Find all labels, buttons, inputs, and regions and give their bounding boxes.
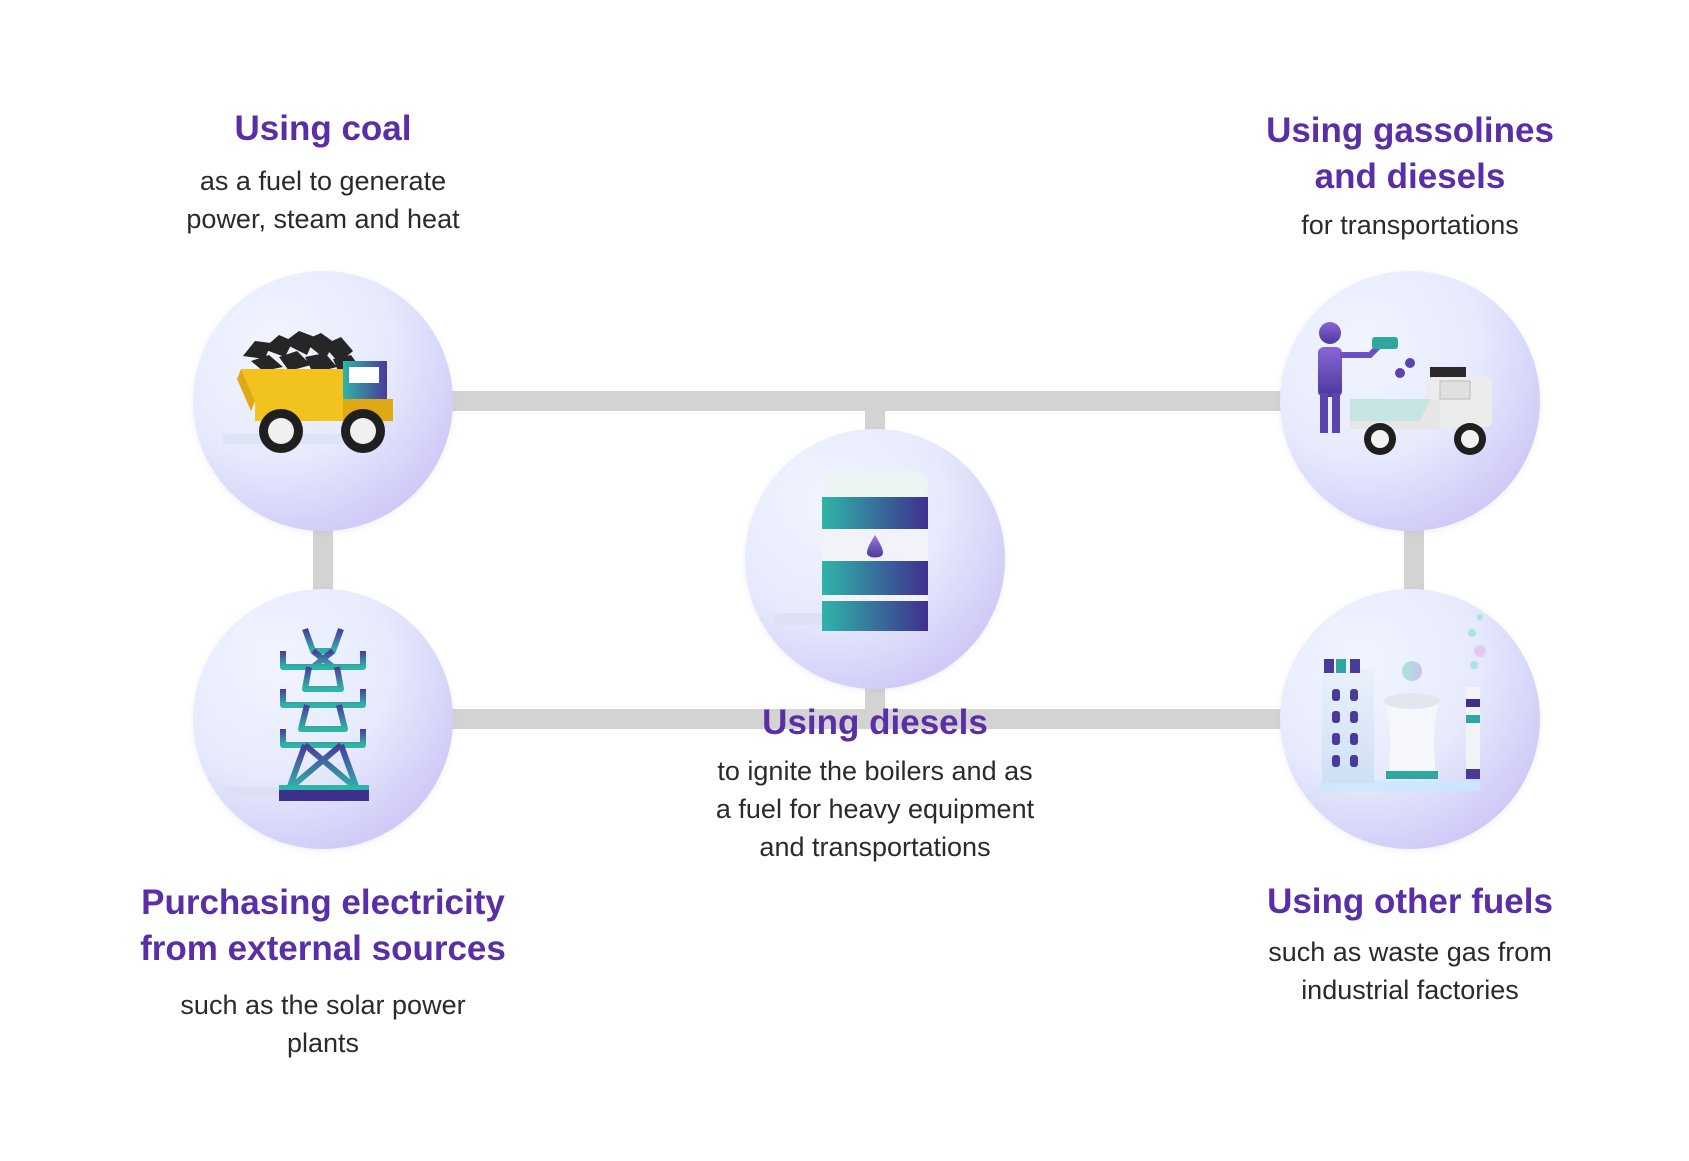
electricity-label: Purchasing electricity from external sou… [73, 880, 573, 1062]
coal-label: Using coal as a fuel to generate power, … [123, 106, 523, 238]
diesel-desc-line-1: to ignite the boilers and as [717, 756, 1033, 786]
diesel-title: Using diesels [762, 703, 988, 742]
diesel-node [745, 429, 1005, 689]
coal-node [193, 271, 453, 531]
diesel-desc-line-3: and transportations [759, 832, 991, 862]
other-fuels-title: Using other fuels [1267, 882, 1553, 921]
power-tower-icon [223, 626, 369, 801]
other-fuels-desc-line-1: such as waste gas from [1268, 937, 1552, 967]
factory-icon [1320, 614, 1486, 791]
coal-truck-icon [223, 331, 393, 453]
electricity-title-line-2: from external sources [140, 929, 506, 968]
other-fuels-desc-line-2: industrial factories [1301, 975, 1519, 1005]
coal-desc-line-2: power, steam and heat [186, 204, 460, 234]
gasoline-title-line-1: Using gassolines [1266, 111, 1554, 150]
fuel-pump-truck-icon [1318, 322, 1492, 455]
gasoline-desc: for transportations [1301, 210, 1519, 240]
coal-desc-line-1: as a fuel to generate [199, 166, 447, 196]
gasoline-label: Using gassolines and diesels for transpo… [1210, 108, 1610, 244]
right-connector [1404, 520, 1424, 590]
diesel-label: Using diesels to ignite the boilers and … [645, 700, 1105, 866]
coal-title: Using coal [234, 109, 412, 148]
electricity-node [193, 589, 453, 849]
electricity-desc-line-2: plants [286, 1028, 360, 1058]
center-bottom-connector [865, 680, 885, 720]
left-connector [313, 520, 333, 590]
top-connector [440, 391, 1290, 411]
gasoline-node [1280, 271, 1540, 531]
gasoline-title-line-2: and diesels [1314, 157, 1506, 196]
diesel-desc-line-2: a fuel for heavy equipment [715, 794, 1035, 824]
other-fuels-node [1280, 589, 1540, 849]
oil-barrel-icon [775, 471, 928, 631]
electricity-title-line-1: Purchasing electricity [141, 883, 505, 922]
other-fuels-label: Using other fuels such as waste gas from… [1210, 879, 1610, 1009]
electricity-desc-line-1: such as the solar power [180, 990, 466, 1020]
